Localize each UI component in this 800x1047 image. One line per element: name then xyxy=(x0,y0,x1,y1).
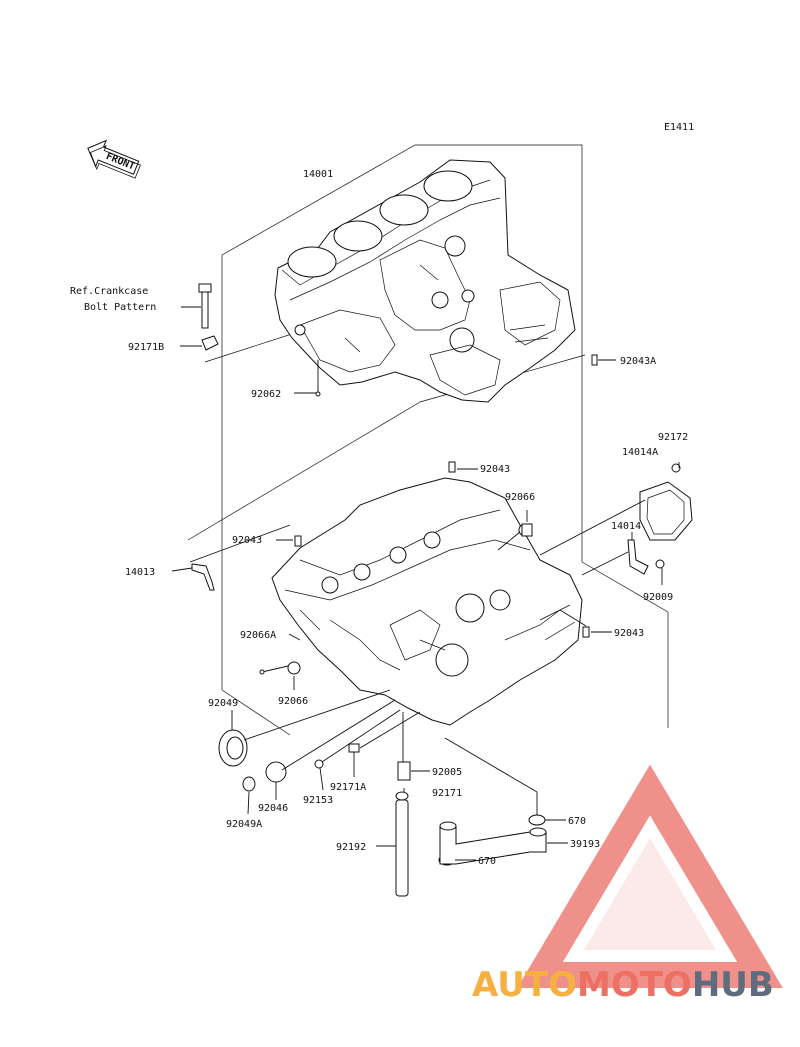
part-label-92172: 92172 xyxy=(658,432,688,443)
small-parts xyxy=(191,283,693,897)
part-label-39193: 39193 xyxy=(570,839,600,850)
watermark-logo xyxy=(517,764,783,988)
diagram-code: E1411 xyxy=(664,122,694,133)
watermark-hub: HUB xyxy=(692,965,774,1005)
part-label-92066a: 92066A xyxy=(240,630,276,641)
part-label-92066-top: 92066 xyxy=(505,492,535,503)
part-label-92043-right: 92043 xyxy=(614,628,644,639)
svg-text:AUTOMOTOHUB: AUTOMOTOHUB xyxy=(472,965,774,1005)
part-label-14013: 14013 xyxy=(125,567,155,578)
part-label-92043-left: 92043 xyxy=(232,535,262,546)
bolt-92171b xyxy=(201,287,209,329)
part-label-92171a: 92171A xyxy=(330,782,366,793)
labels: E1411 14001 Ref.Crankcase Bolt Pattern 9… xyxy=(70,122,694,867)
part-label-92192: 92192 xyxy=(336,842,366,853)
tube-92192 xyxy=(395,799,409,897)
part-label-14014: 14014 xyxy=(611,521,641,532)
part-label-92049a: 92049A xyxy=(226,819,262,830)
part-label-92046: 92046 xyxy=(258,803,288,814)
bracket-92171b xyxy=(201,335,219,351)
part-label-670-top: 670 xyxy=(568,816,586,827)
pipe-39193 xyxy=(439,825,547,865)
part-label-92043a: 92043A xyxy=(620,356,656,367)
watermark-moto: MOTO xyxy=(577,965,692,1005)
part-label-14001: 14001 xyxy=(303,169,333,180)
watermark-triangle-inner xyxy=(584,838,716,950)
leader-lines xyxy=(171,306,680,861)
part-label-92005: 92005 xyxy=(432,767,462,778)
bracket-14014 xyxy=(627,539,649,575)
part-label-92049: 92049 xyxy=(208,698,238,709)
ref-note-line2: Bolt Pattern xyxy=(84,302,156,313)
bearing-92046 xyxy=(265,761,287,783)
front-arrow-icon: FRONT xyxy=(87,139,141,179)
clip-14013 xyxy=(191,563,215,591)
part-label-92062: 92062 xyxy=(251,389,281,400)
part-label-14014a: 14014A xyxy=(622,447,658,458)
part-label-92043-top: 92043 xyxy=(480,464,510,475)
part-label-92009: 92009 xyxy=(643,592,673,603)
upper-crankcase xyxy=(274,159,576,403)
lower-crankcase xyxy=(271,477,583,726)
part-label-92066-mid: 92066 xyxy=(278,696,308,707)
part-label-92153: 92153 xyxy=(303,795,333,806)
part-label-670-bottom: 670 xyxy=(478,856,496,867)
ref-note-line1: Ref.Crankcase xyxy=(70,286,148,297)
part-label-92171b: 92171B xyxy=(128,342,164,353)
watermark-text: AUTOMOTOHUB xyxy=(472,965,774,1005)
watermark-triangle xyxy=(517,764,783,988)
part-label-92171: 92171 xyxy=(432,788,462,799)
watermark-auto: AUTO xyxy=(472,965,577,1005)
